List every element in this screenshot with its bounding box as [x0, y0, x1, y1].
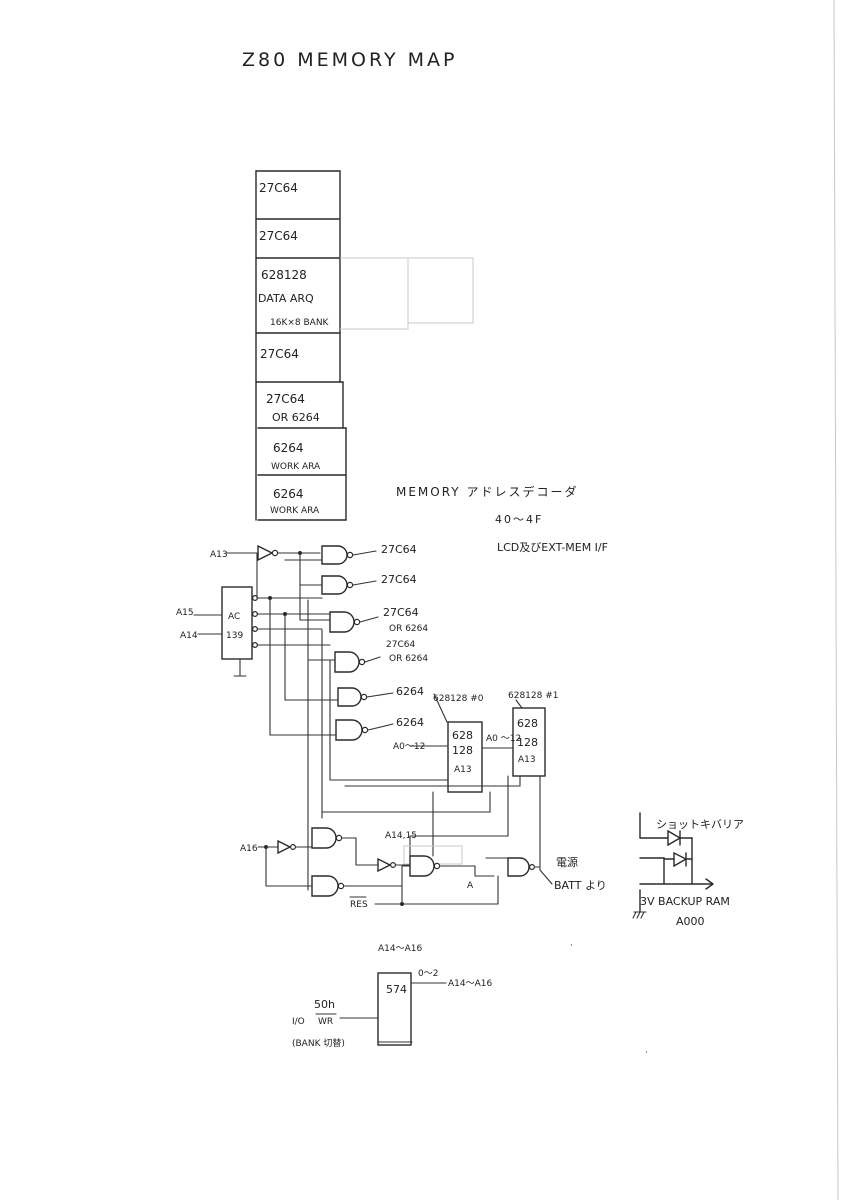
schottky-diode	[673, 851, 688, 868]
svg-text:628: 628	[452, 729, 473, 742]
svg-text:A14: A14	[180, 631, 198, 641]
nand-gate	[337, 687, 394, 707]
svg-text:3V BACKUP RAM: 3V BACKUP RAM	[640, 895, 730, 908]
stray-mark: ·	[645, 1048, 648, 1058]
svg-text:WR: WR	[318, 1017, 333, 1027]
decoder-output-label: 27C64	[381, 573, 417, 586]
svg-text:WORK ARA: WORK ARA	[271, 462, 321, 472]
latch-chip-574	[377, 972, 412, 1046]
arrow-icon	[705, 878, 714, 890]
svg-text:LCD及びEXT-MEM I/F: LCD及びEXT-MEM I/F	[497, 541, 608, 554]
paper-edge	[833, 0, 839, 1200]
chip0-title: 628128 #0	[433, 694, 484, 704]
memory-block: 628128 DATA ARQ 16K×8 BANK	[258, 268, 330, 328]
sram-chip-0	[447, 721, 483, 793]
svg-text:6264: 6264	[273, 441, 304, 455]
svg-text:A16: A16	[240, 844, 258, 854]
svg-text:628: 628	[517, 717, 538, 730]
nand-gate	[329, 611, 379, 633]
svg-text:16K×8 BANK: 16K×8 BANK	[270, 318, 330, 328]
decoder-output-label: 6264	[396, 716, 424, 729]
memory-block: 27C64	[260, 347, 299, 361]
nand-gate	[335, 719, 394, 741]
batt-label: BATT より	[554, 879, 607, 892]
memory-block: 27C64 OR 6264	[266, 392, 320, 424]
nand-gate	[311, 827, 343, 849]
svg-text:0～2: 0～2	[418, 969, 438, 979]
svg-text:A13: A13	[454, 765, 472, 775]
memory-map: 27C64 27C64 628128 DATA ARQ 16K×8 BANK 2…	[255, 170, 347, 521]
decoder-output-label: OR 6264	[389, 654, 428, 664]
nand-gate	[321, 545, 377, 565]
svg-text:27C64: 27C64	[266, 392, 305, 406]
svg-text:A15: A15	[176, 608, 194, 618]
svg-text:6264: 6264	[273, 487, 304, 501]
decoder-chip-139	[221, 586, 253, 660]
inverter-a16	[277, 839, 292, 855]
svg-text:27C64: 27C64	[260, 347, 299, 361]
inverter	[377, 857, 392, 873]
svg-text:MEMORY アドレスデコーダ: MEMORY アドレスデコーダ	[396, 484, 578, 499]
svg-text:OR 6264: OR 6264	[272, 411, 320, 424]
port-label: 50h	[314, 998, 335, 1011]
svg-text:WORK ARA: WORK ARA	[270, 506, 320, 516]
decoder-output-label: 27C64	[381, 543, 417, 556]
decoder-output-label: OR 6264	[389, 624, 428, 634]
nand-gate	[334, 651, 381, 673]
decoder-circuit: A13 A15 A14 AC 139	[176, 543, 558, 891]
schottky-diode	[667, 829, 682, 847]
sram-chip-1	[512, 707, 546, 777]
backup-power: ショットキバリア 3V BACKUP RAM A000	[632, 812, 744, 928]
decoder-output-label: 27C64	[383, 606, 419, 619]
nand-gate	[311, 875, 345, 897]
latch-circuit: A14～A16 574 0～2 A14～A16 50h I/O WR (BANK…	[292, 944, 492, 1049]
svg-text:A0～12: A0～12	[393, 742, 425, 752]
svg-text:A13: A13	[518, 755, 536, 765]
svg-text:RES: RES	[350, 900, 368, 910]
svg-text:139: 139	[226, 631, 243, 641]
decoder-output-label: 27C64	[386, 640, 415, 650]
svg-text:40～4F: 40～4F	[495, 513, 543, 526]
svg-text:A14～A16: A14～A16	[448, 979, 492, 989]
svg-text:A13: A13	[210, 550, 228, 560]
bank-switch-note: (BANK 切替)	[292, 1037, 345, 1049]
svg-text:27C64: 27C64	[259, 181, 298, 195]
memory-block: 27C64	[259, 229, 298, 243]
nand-gate	[507, 857, 535, 877]
bank-circuit: A16 A14,15	[240, 827, 607, 910]
memory-block: 6264 WORK ARA	[271, 441, 321, 472]
power-note: 電源	[556, 855, 578, 869]
svg-text:A000: A000	[676, 915, 705, 928]
chip1-title: 628128 #1	[508, 691, 558, 701]
memory-block: 6264 WORK ARA	[270, 487, 320, 516]
svg-text:A: A	[467, 881, 474, 891]
svg-text:A14,15: A14,15	[385, 831, 417, 841]
svg-text:128: 128	[452, 744, 473, 757]
svg-text:A0 ～12: A0 ～12	[486, 734, 521, 744]
nand-gate	[409, 855, 441, 877]
nand-gate	[321, 575, 377, 595]
bank-pages-sketch	[340, 257, 474, 330]
svg-text:DATA ARQ: DATA ARQ	[258, 292, 314, 305]
svg-text:27C64: 27C64	[259, 229, 298, 243]
svg-text:I/O: I/O	[292, 1017, 305, 1027]
decoder-output-label: 6264	[396, 685, 424, 698]
svg-text:628128: 628128	[261, 268, 307, 282]
page-title: Z80 MEMORY MAP	[242, 49, 457, 71]
stray-mark: ·	[570, 941, 573, 951]
inverter-a13	[257, 544, 274, 562]
svg-text:574: 574	[386, 983, 407, 996]
decoder-notes: MEMORY アドレスデコーダ 40～4F LCD及びEXT-MEM I/F	[396, 484, 608, 554]
memory-block: 27C64	[259, 181, 298, 195]
svg-text:AC: AC	[228, 612, 240, 622]
svg-text:128: 128	[517, 736, 538, 749]
svg-text:A14～A16: A14～A16	[378, 944, 422, 954]
svg-text:ショットキバリア: ショットキバリア	[656, 818, 744, 831]
